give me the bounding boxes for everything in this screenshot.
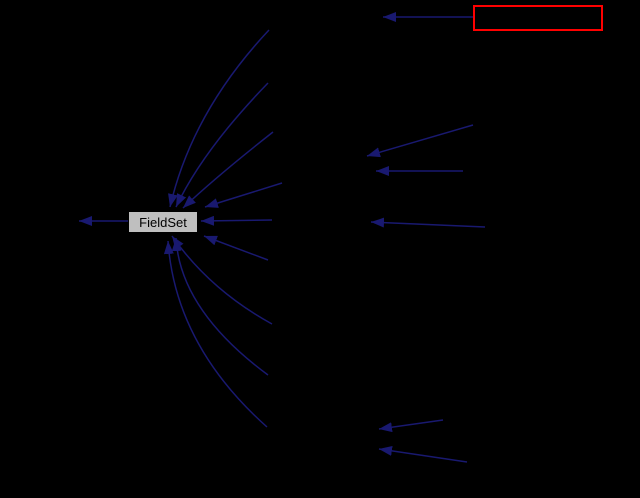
graph-edge-right-node-3-to-fieldset: [203, 235, 269, 261]
graph-edge-far-right-to-mid-node-3: [370, 217, 486, 228]
graph-edge-top-node-2-to-fieldset: [175, 82, 269, 208]
graph-edge-far-right-to-bottom-node-1: [378, 419, 444, 433]
graph-edge-bottom-node-1-to-fieldset: [171, 235, 273, 325]
graph-edge-far-right-to-mid-node-1: [366, 124, 474, 158]
graph-edge-bottom-node-2-to-fieldset: [171, 237, 269, 376]
graph-edge-right-node-1-to-fieldset: [204, 182, 283, 208]
graph-edge-top-node-3-to-fieldset: [182, 131, 274, 209]
node-current[interactable]: [473, 5, 603, 31]
graph-edge-bottom-node-3-to-fieldset: [163, 240, 268, 428]
graph-edge-right-node-2-to-fieldset: [200, 215, 273, 226]
node-fieldset-label: FieldSet: [139, 214, 187, 230]
graph-edge-far-right-to-bottom-node-2: [378, 445, 468, 463]
node-fieldset[interactable]: FieldSet: [128, 211, 198, 233]
graph-edge-top-node-1-to-fieldset: [168, 29, 270, 208]
